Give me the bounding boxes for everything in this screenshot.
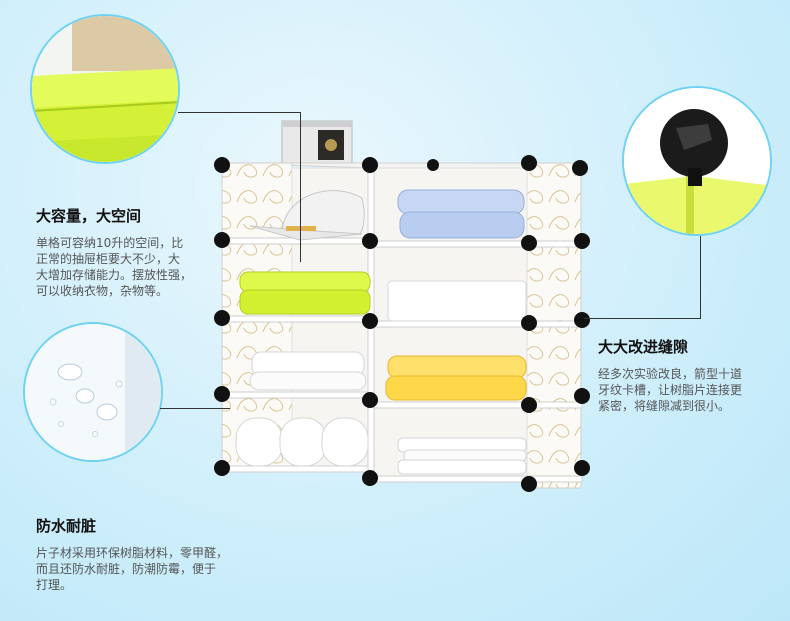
blue-folded-clothes (397, 189, 525, 239)
feature-desc-waterproof: 片子材采用环保树脂材料，零甲醛， 而且还防水耐脏，防潮防霉，便于 打理。 (36, 545, 228, 593)
leader-line-fabric-v (300, 112, 301, 262)
white-storage-box (387, 280, 527, 322)
water-drops-closeup (23, 322, 163, 462)
desc-line: 牙纹卡槽，让树脂片连接更 (598, 383, 743, 397)
leader-line-drops (160, 408, 230, 409)
feature-desc-gap: 经多次实验改良，箭型十道 牙纹卡槽，让树脂片连接更 紧密，将缝隙减到很小。 (598, 366, 742, 414)
feature-desc-capacity: 单格可容纳10升的空间，比 正常的抽屉柜要大不少，大 大增加存储能力。摆放性强，… (36, 235, 192, 299)
desc-line: 经多次实验改良，箭型十道 (598, 367, 743, 381)
yellow-folded-fabric (385, 355, 527, 401)
metal-tin-box (281, 120, 353, 166)
connectors (214, 155, 590, 492)
desc-line: 单格可容纳10升的空间，比 (36, 236, 184, 250)
feature-title-capacity: 大容量，大空间 (36, 207, 142, 225)
desc-line: 片子材采用环保树脂材料，零甲醛， (36, 546, 229, 560)
desc-line: 而且还防水耐脏，防潮防霉，便于 (36, 562, 217, 576)
desc-line: 正常的抽屉柜要大不少，大 (36, 252, 181, 266)
connector-joint-closeup (622, 86, 772, 236)
feature-title-gap: 大大改进缝隙 (598, 338, 689, 356)
folded-white-sheets (397, 437, 527, 475)
desc-line: 可以收纳衣物，杂物等。 (36, 284, 169, 298)
desc-line: 打理。 (36, 578, 73, 592)
leader-line-joint-h (584, 318, 701, 319)
fabric-closeup (30, 14, 180, 164)
towel-rolls (235, 417, 369, 467)
cap (249, 190, 365, 241)
feature-title-waterproof: 防水耐脏 (36, 517, 97, 535)
desc-line: 紧密，将缝隙减到很小。 (598, 399, 731, 413)
lime-folded-fabric (239, 271, 371, 315)
white-folded-clothes (249, 351, 367, 391)
leader-line-fabric-h (178, 112, 300, 113)
desc-line: 大增加存储能力。摆放性强， (36, 268, 193, 282)
leader-line-joint-v (700, 236, 701, 318)
